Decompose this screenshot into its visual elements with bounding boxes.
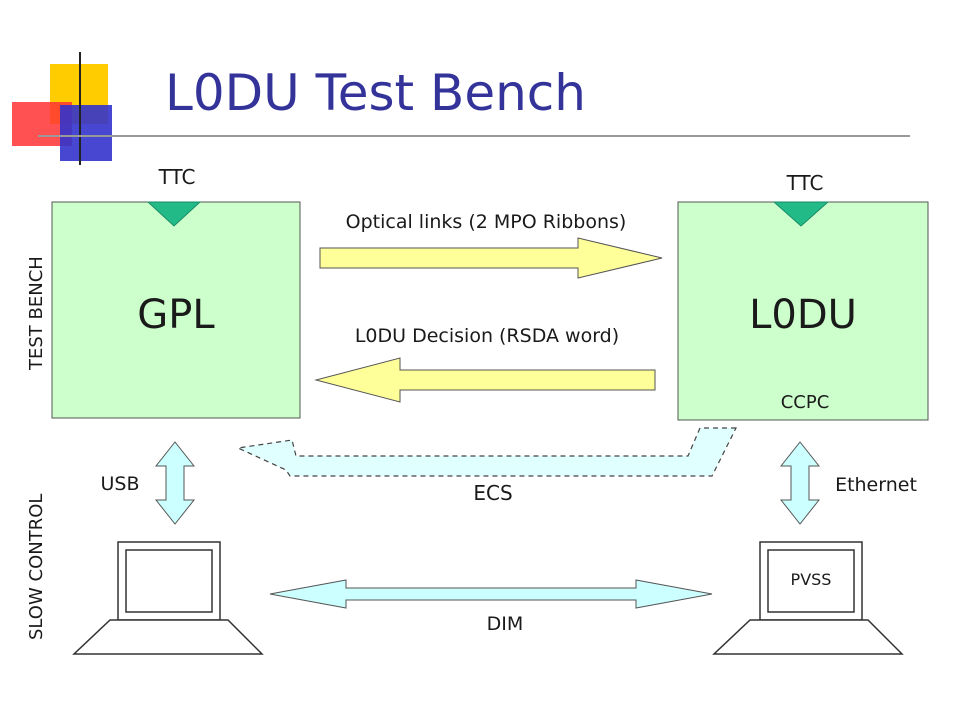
l0du-ttc-connector [772,201,830,227]
l0du-box: L0DU CCPC [677,201,929,421]
pvss-label: PVSS [791,570,832,589]
dim-arrow [269,579,713,609]
optical-links-label: Optical links (2 MPO Ribbons) [346,211,627,233]
ethernet-arrow [779,441,821,525]
ccpc-label: CCPC [781,392,830,413]
gpl-ttc-label: TTC [158,165,196,189]
test-bench-label: TEST BENCH [26,256,47,371]
gpl-ttc-connector [146,201,202,227]
decision-arrow [314,357,656,403]
ecs-path [235,427,737,477]
ethernet-label: Ethernet [835,474,917,496]
slow-control-label: SLOW CONTROL [26,494,47,640]
left-computer [72,541,264,655]
gpl-box: GPL [51,201,301,419]
right-computer [712,541,904,655]
l0du-label: L0DU [749,292,857,338]
dim-label: DIM [487,613,524,635]
optical-links-arrow [319,237,663,279]
page-title: L0DU Test Bench [165,64,586,122]
l0du-ttc-label: TTC [786,171,824,195]
usb-label: USB [100,473,139,495]
ecs-label: ECS [473,481,512,505]
decision-label: L0DU Decision (RSDA word) [355,325,619,347]
usb-arrow [154,441,196,525]
title-ornament [12,52,910,165]
gpl-label: GPL [137,292,215,338]
